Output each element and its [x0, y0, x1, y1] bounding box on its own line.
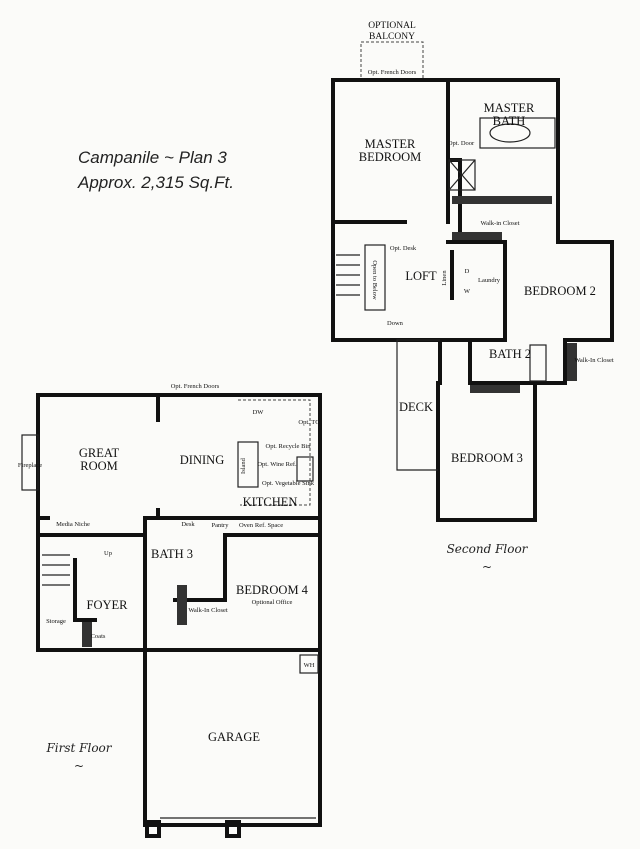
label-walk-in-closet-2: Walk-In Closet — [574, 357, 614, 364]
label-master-bath-2: BATH — [493, 114, 526, 128]
label-great-room-2: ROOM — [80, 459, 118, 473]
label-master-bath: MASTER — [484, 101, 535, 115]
closet-rod — [452, 232, 502, 240]
label-loft: LOFT — [405, 269, 437, 283]
label-bath-2: BATH 2 — [489, 347, 531, 361]
counter-outline — [238, 399, 311, 506]
shower-mark — [448, 159, 476, 191]
label-pantry: Pantry — [212, 522, 230, 529]
label-bath-3: BATH 3 — [151, 547, 193, 561]
second-floor: OPTIONAL BALCONY Opt. French Doors MASTE… — [331, 21, 614, 574]
flourish-icon: ~ — [74, 759, 84, 773]
bathtub — [479, 117, 556, 149]
label-great-room: GREAT — [79, 446, 120, 460]
label-laundry: Laundry — [478, 277, 501, 284]
open-to-below — [364, 244, 386, 311]
label-bedroom-2: BEDROOM 2 — [524, 284, 596, 298]
label-french-doors: Opt. French Doors — [368, 69, 417, 76]
second-floor-caption: Second Floor — [447, 542, 529, 556]
label-master-bedroom: MASTER — [365, 137, 416, 151]
label-garage: GARAGE — [208, 730, 260, 744]
label-down: Down — [387, 320, 404, 327]
label-washer: W — [464, 288, 471, 295]
label-dryer: D — [465, 268, 470, 275]
label-island: Island — [240, 457, 247, 474]
tub-basin — [489, 123, 531, 143]
kitchen-island — [237, 441, 259, 488]
foyer-stairs — [42, 554, 70, 586]
label-bedroom-4: BEDROOM 4 — [236, 583, 309, 597]
label-opt-wine-ref: Opt. Wine Ref. — [257, 461, 297, 468]
label-walk-in-closet: Walk-in Closet — [480, 220, 519, 227]
label-kitchen: KITCHEN — [243, 495, 298, 509]
label-storage: Storage — [46, 618, 66, 625]
closet-rod — [567, 343, 577, 381]
label-open-to-below: Open to Below — [371, 260, 378, 300]
label-wh: WH — [304, 662, 315, 669]
label-coats: Coats — [91, 633, 106, 640]
label-dining: DINING — [180, 453, 224, 467]
label-french-doors: Opt. French Doors — [171, 383, 220, 390]
loft-stairs — [336, 254, 360, 296]
label-desk: Desk — [181, 521, 195, 528]
flourish-icon: ~ — [482, 560, 492, 574]
water-heater — [299, 654, 319, 674]
plan-area: Approx. 2,315 Sq.Ft. — [77, 173, 234, 192]
wall — [446, 240, 507, 342]
first-floor: Opt. French Doors GREAT ROOM Fireplace D… — [18, 383, 322, 838]
closet-rod — [177, 585, 187, 625]
wall — [73, 558, 97, 622]
label-media-niche: Media Niche — [56, 521, 90, 528]
label-optional: OPTIONAL — [368, 21, 416, 31]
coat-rod — [82, 622, 92, 647]
label-foyer: FOYER — [87, 598, 129, 612]
label-up: Up — [104, 550, 112, 557]
fireplace — [21, 434, 39, 491]
closet-rod — [452, 196, 552, 204]
first-floor-outline — [36, 393, 322, 827]
label-opt-door: Opt. Door — [448, 140, 475, 147]
bathtub-2 — [529, 344, 547, 382]
label-opt-tc: Opt. TC — [298, 419, 319, 426]
label-dw: DW — [253, 409, 265, 416]
closet-rod — [470, 385, 520, 393]
deck-outline — [396, 339, 440, 471]
plan-name: Campanile ~ Plan 3 — [78, 148, 227, 167]
garage-post — [225, 820, 241, 838]
label-optional-office: Optional Office — [252, 599, 293, 606]
label-balcony: BALCONY — [369, 32, 415, 42]
first-floor-caption: First Floor — [45, 741, 112, 755]
label-oven: Oven — [239, 522, 254, 529]
label-master-bedroom-2: BEDROOM — [359, 150, 422, 164]
garage-post — [145, 820, 161, 838]
label-opt-vegetable-sink: Opt. Vegetable Sink — [262, 480, 315, 487]
label-opt-desk: Opt. Desk — [390, 245, 417, 252]
label-bedroom-3: BEDROOM 3 — [451, 451, 523, 465]
label-deck: DECK — [399, 400, 433, 414]
shower — [448, 159, 476, 191]
wall — [173, 533, 227, 602]
cooktop — [296, 456, 314, 482]
label-linen: Linen — [441, 270, 448, 286]
label-walk-in-closet: Walk-In Closet — [188, 607, 228, 614]
label-ref-space: Ref. Space — [255, 522, 283, 529]
label-opt-recycle-bin: Opt. Recycle Bin — [266, 443, 312, 450]
label-fireplace: Fireplace — [18, 462, 42, 469]
